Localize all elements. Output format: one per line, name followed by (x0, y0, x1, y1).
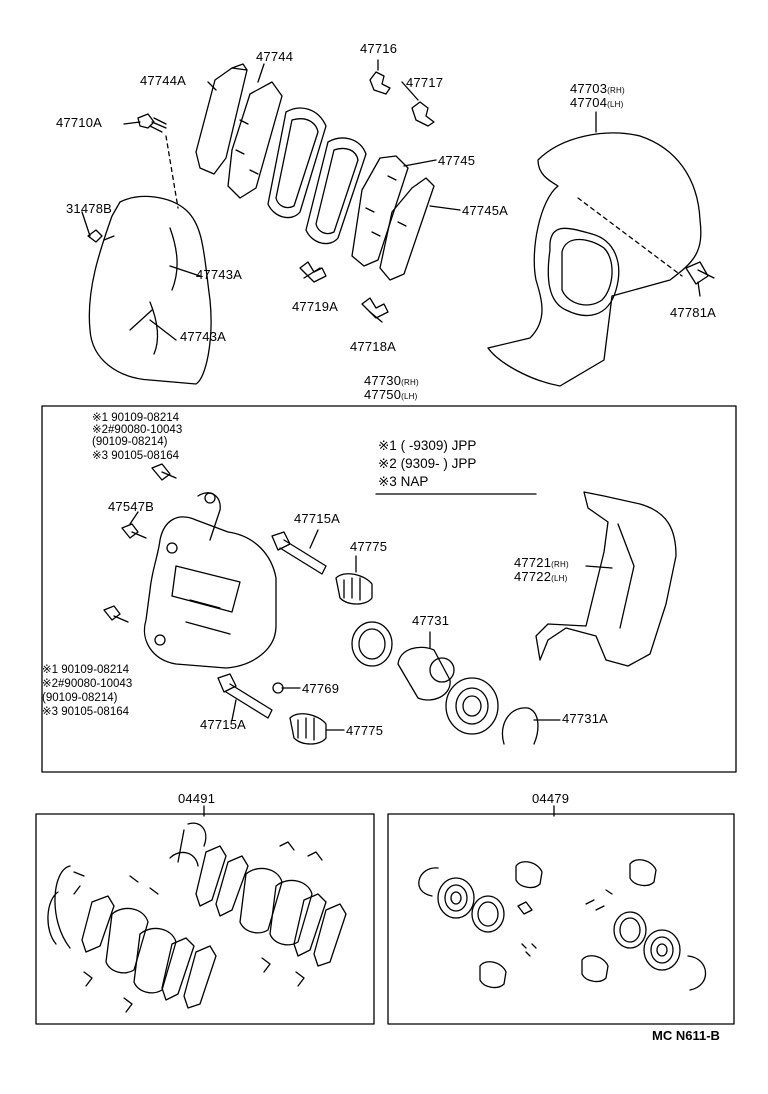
bolt-note: ※3 90105-08164 (42, 706, 130, 718)
label-47717: 47717 (406, 75, 444, 90)
bolt-47781a (686, 262, 714, 284)
label-47775-bottom: 47775 (346, 723, 384, 738)
label-47719a: 47719A (292, 299, 339, 314)
anti-squeal-shim-47744a (196, 64, 247, 174)
bleeder-plug-47710a (138, 114, 178, 208)
label-47743a-top: 47743A (196, 267, 243, 282)
label-47703: 47703(RH) (570, 81, 625, 96)
label-04479: 04479 (532, 791, 570, 806)
piston-47731 (398, 647, 454, 700)
label-47716: 47716 (360, 41, 398, 56)
bolt-note: ※3 90105-08164 (92, 450, 180, 462)
bolt-note: ※1 90109-08214 (42, 664, 130, 676)
label-47781a: 47781A (670, 305, 717, 320)
caliper-cylinder (144, 493, 276, 668)
label-47750: 47750(LH) (364, 387, 418, 402)
caliper-mounting-bracket (536, 492, 676, 666)
label-47769: 47769 (302, 681, 340, 696)
label-47745a: 47745A (462, 203, 509, 218)
legend-item: ※2 (9309- ) JPP (378, 456, 477, 471)
bolt-note: (90109-08214) (92, 436, 168, 448)
wear-indicator-plate (88, 196, 211, 384)
bolt-note: ※1 90109-08214 (92, 412, 180, 424)
pin-boot-47775-top (336, 574, 372, 604)
caliper-assembly-box (42, 406, 736, 772)
label-47715a-bottom: 47715A (200, 717, 247, 732)
label-47775-top: 47775 (350, 539, 388, 554)
label-47722: 47722(LH) (514, 569, 568, 584)
bolt-note: ※2#90080-10043 (42, 678, 133, 690)
pin-boot-47775-bottom (290, 714, 326, 744)
set-ring-47731a (502, 708, 538, 744)
seal-kit-04479-box (388, 814, 734, 1024)
label-04491: 04491 (178, 791, 216, 806)
bolt-note: (90109-08214) (42, 692, 118, 704)
legend-item: ※1 ( -9309) JPP (378, 438, 477, 453)
label-47744: 47744 (256, 49, 294, 64)
label-47744a: 47744A (140, 73, 187, 88)
guide-pin-47715a-bottom (218, 674, 272, 718)
brake-pad-inner (268, 108, 326, 217)
brake-pad-outer (306, 138, 366, 244)
label-47743a-bottom: 47743A (180, 329, 227, 344)
guide-pin-47715a-top (272, 532, 326, 574)
label-47731: 47731 (412, 613, 450, 628)
cylinder-boot (446, 678, 498, 734)
pad-clips (300, 72, 434, 318)
bolt-note: ※2#90080-10043 (92, 424, 183, 436)
label-47730: 47730(RH) (364, 373, 419, 388)
label-47547b: 47547B (108, 499, 155, 514)
label-47745: 47745 (438, 153, 476, 168)
label-31478b: 31478B (66, 201, 113, 216)
anti-squeal-shim-47744 (228, 82, 282, 198)
seal-kit-parts (419, 860, 706, 990)
disc-dust-cover (488, 133, 701, 386)
pad-kit-04491-box (36, 814, 374, 1024)
label-47710a: 47710A (56, 115, 103, 130)
label-47718a: 47718A (350, 339, 397, 354)
label-47731a: 47731A (562, 711, 609, 726)
anti-squeal-shim-47745 (352, 156, 408, 266)
piston-seal-ring (352, 622, 392, 666)
label-47715a-top: 47715A (294, 511, 341, 526)
anti-squeal-shim-47745a (380, 178, 434, 280)
label-47721: 47721(RH) (514, 555, 569, 570)
label-47704: 47704(LH) (570, 95, 624, 110)
pad-kit-parts (48, 823, 346, 1012)
diagram-code: MC N611-B (652, 1028, 720, 1043)
legend-item: ※3 NAP (378, 474, 429, 489)
